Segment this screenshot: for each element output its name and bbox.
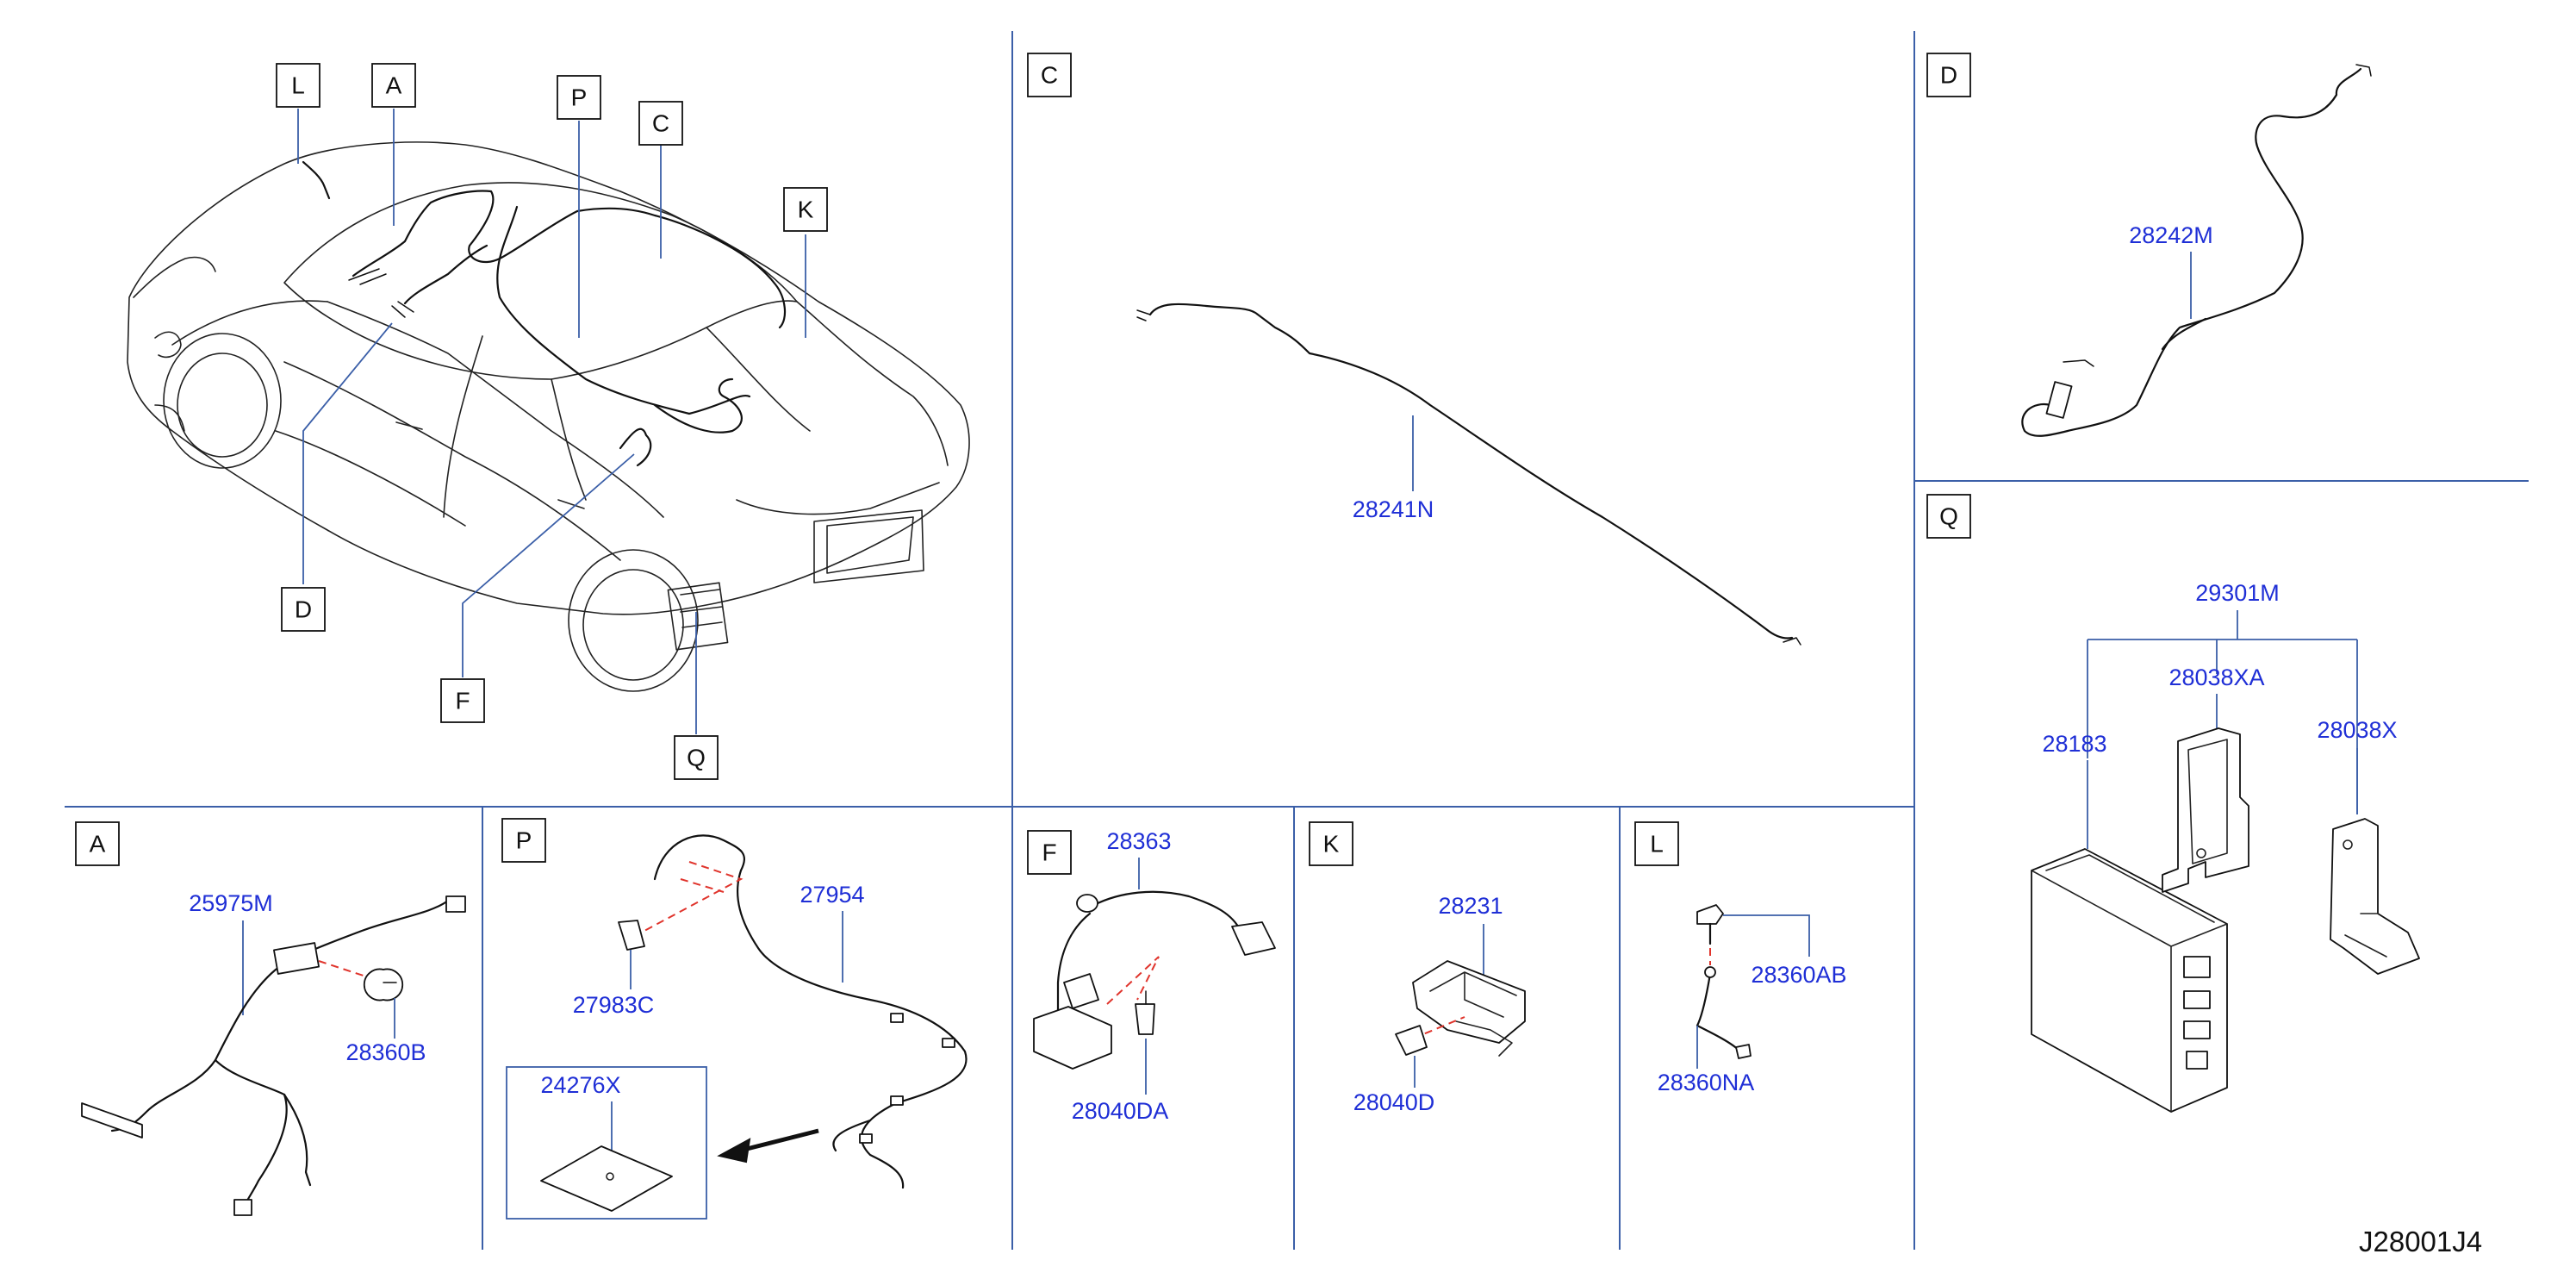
part-28242M[interactable]: 28242M — [2129, 222, 2213, 248]
section-L: L 28360AB 28360NA — [1634, 821, 1847, 1095]
svg-text:P: P — [516, 827, 532, 854]
cable-28241N — [1148, 303, 1794, 640]
section-label-D: D — [1926, 53, 1971, 97]
clip-27983C — [618, 920, 645, 951]
part-28360NA[interactable]: 28360NA — [1658, 1070, 1755, 1095]
section-D: D 28242M — [1926, 53, 2372, 437]
svg-text:C: C — [1041, 62, 1058, 89]
part-27983C[interactable]: 27983C — [573, 992, 655, 1018]
module-28231 — [1412, 960, 1526, 1057]
callout-K[interactable]: K — [783, 187, 828, 232]
svg-text:F: F — [1042, 839, 1056, 866]
harness-27954 — [653, 834, 968, 1189]
part-28241N[interactable]: 28241N — [1353, 496, 1434, 522]
svg-text:K: K — [1323, 831, 1340, 858]
control-unit-28183 — [2031, 848, 2228, 1113]
screw-28040D — [1395, 1025, 1428, 1056]
callout-Q-label: Q — [687, 745, 706, 771]
callout-P-label: P — [571, 84, 588, 111]
section-label-Q: Q — [1926, 494, 1971, 539]
diagram-code: J28001J4 — [2359, 1226, 2482, 1257]
bracket-28038XA — [2162, 727, 2249, 893]
callout-A[interactable]: A — [371, 63, 416, 108]
section-label-K: K — [1309, 821, 1353, 866]
callout-K-label: K — [798, 197, 814, 223]
part-28040D[interactable]: 28040D — [1353, 1089, 1435, 1115]
section-label-F: F — [1027, 830, 1072, 875]
part-28038X[interactable]: 28038X — [2317, 717, 2397, 743]
section-label-C: C — [1027, 53, 1072, 97]
callout-A-label: A — [386, 72, 402, 99]
overview-callouts: L A P C K D F Q — [276, 63, 828, 780]
cable-28242M — [2021, 67, 2362, 437]
bolt-28360AB — [1696, 904, 1724, 945]
svg-text:L: L — [1650, 831, 1664, 858]
overview-harness — [302, 160, 787, 467]
svg-text:Q: Q — [1939, 503, 1958, 530]
section-label-L: L — [1634, 821, 1679, 866]
callout-D[interactable]: D — [281, 587, 326, 632]
part-28363[interactable]: 28363 — [1106, 828, 1171, 854]
part-28231[interactable]: 28231 — [1438, 893, 1503, 919]
callout-L-label: L — [291, 72, 305, 99]
section-label-A: A — [75, 821, 120, 866]
section-separators — [65, 31, 2529, 1250]
bracket-28038X — [2330, 818, 2420, 975]
part-28040DA[interactable]: 28040DA — [1072, 1098, 1169, 1124]
part-24276X[interactable]: 24276X — [540, 1072, 620, 1098]
callout-P[interactable]: P — [557, 75, 601, 120]
screw-28040DA — [1135, 990, 1155, 1035]
callout-C[interactable]: C — [638, 101, 683, 146]
svg-text:A: A — [90, 831, 106, 858]
part-28038XA[interactable]: 28038XA — [2168, 664, 2264, 690]
ground-cable-28360NA — [1696, 972, 1742, 1053]
inset-24276X: 24276X — [506, 1066, 707, 1220]
harness-25975M — [110, 899, 450, 1132]
section-C: C 28241N — [1027, 53, 1801, 646]
part-28360AB[interactable]: 28360AB — [1751, 962, 1846, 988]
part-28183[interactable]: 28183 — [2042, 731, 2106, 757]
section-label-P: P — [501, 818, 546, 863]
callout-Q[interactable]: Q — [674, 735, 719, 780]
callout-F[interactable]: F — [440, 678, 485, 723]
callout-L[interactable]: L — [276, 63, 320, 108]
svg-text:D: D — [1940, 62, 1957, 89]
callout-F-label: F — [455, 688, 470, 714]
section-A: A 25975M 28360B — [75, 821, 466, 1216]
cable-28363 — [1092, 890, 1242, 933]
section-K: K 28231 28040D — [1309, 821, 1526, 1115]
section-F: F 28363 28040DA — [1027, 828, 1276, 1124]
callout-C-label: C — [652, 110, 669, 137]
section-Q: Q 29301M 28038XA 28183 28038X — [1926, 494, 2420, 1113]
section-P: P 27954 27983C 24276X — [501, 818, 968, 1220]
car-overview — [127, 141, 970, 692]
part-28360B[interactable]: 28360B — [345, 1039, 426, 1065]
screw-28360B — [363, 968, 404, 1001]
part-25975M[interactable]: 25975M — [189, 890, 273, 916]
callout-D-label: D — [295, 596, 312, 623]
part-29301M[interactable]: 29301M — [2195, 580, 2280, 606]
part-27954[interactable]: 27954 — [800, 882, 864, 908]
